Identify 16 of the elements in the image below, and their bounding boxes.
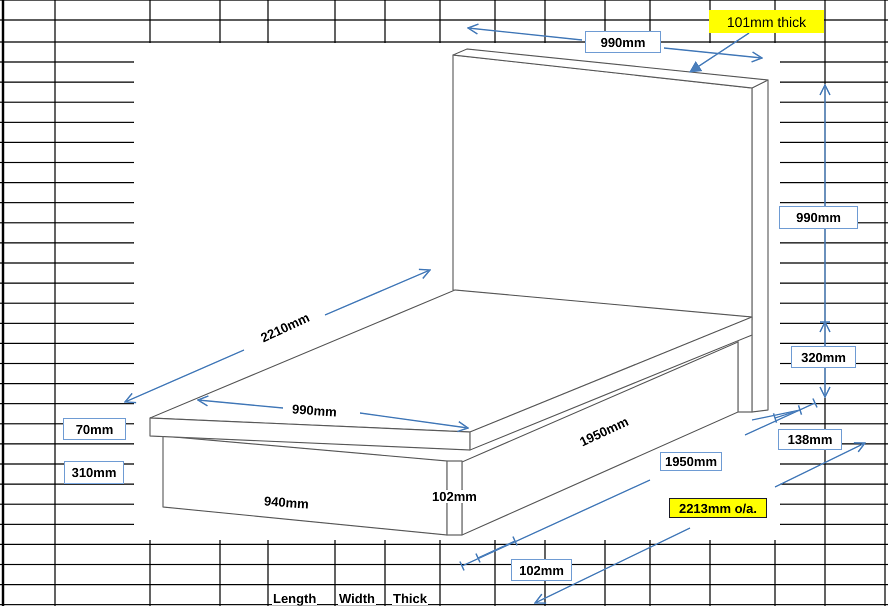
- dimension-label: 320mm: [791, 346, 856, 368]
- dimension-label: 310mm: [64, 461, 124, 484]
- column-header: Width: [338, 592, 376, 605]
- dimension-label: 102mm: [511, 559, 572, 581]
- dimension-label: 102mm: [431, 490, 478, 503]
- column-header: Length: [272, 592, 318, 605]
- column-header: Thick: [392, 592, 428, 605]
- dimension-label: 101mm thick: [709, 10, 824, 33]
- dimension-label: 990mm: [585, 31, 661, 53]
- dimension-label: 2213mm o/a.: [669, 498, 767, 518]
- dimension-label: 990mm: [779, 206, 858, 229]
- dimension-label: 1950mm: [660, 452, 722, 471]
- dimension-label: 70mm: [63, 418, 126, 440]
- headboard-top: [452, 48, 769, 89]
- dimension-label: 138mm: [778, 429, 842, 450]
- leader-line: [689, 32, 750, 73]
